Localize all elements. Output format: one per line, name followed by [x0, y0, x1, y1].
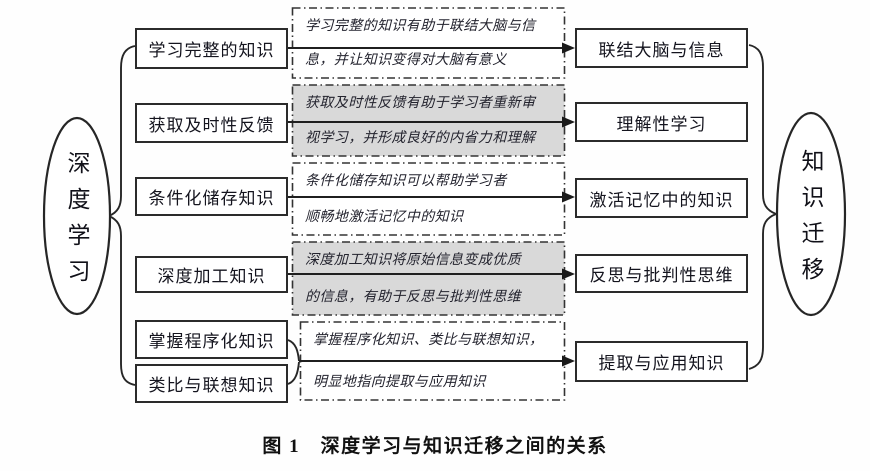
note-3-line-1: 条件化储存知识可以帮助学习者 — [305, 172, 507, 188]
note-4-line-2: 的信息，有助于反思与批判性思维 — [305, 288, 521, 304]
note-2-line-1: 获取及时性反馈有助于学习者重新审 — [305, 94, 536, 110]
concept-box-left-1: 学习完整的知识 — [135, 28, 288, 69]
left-oval-shape — [42, 116, 112, 316]
concept-box-left-5: 掌握程序化知识 — [135, 320, 288, 359]
left-oval-label: 深度学习 — [64, 151, 90, 295]
note-box-4 — [291, 241, 566, 316]
concept-box-right-4: 反思与批判性思维 — [575, 254, 748, 293]
concept-box-left-4: 深度加工知识 — [135, 256, 288, 293]
concept-box-right-2: 理解性学习 — [575, 102, 748, 142]
note-text-1: 学习完整的知识有助于联结大脑与信 息，并让知识变得对大脑有意义 — [292, 8, 564, 78]
note-3-line-2: 顺畅地激活记忆中的知识 — [305, 208, 464, 224]
concept-box-left-2: 获取及时性反馈 — [135, 103, 288, 143]
note-text-2: 获取及时性反馈有助于学习者重新审 视学习，并形成良好的内省力和理解 — [292, 85, 564, 156]
note-5-line-2: 明显地指向提取与应用知识 — [313, 373, 486, 389]
concept-box-left-3: 条件化储存知识 — [135, 177, 288, 216]
note-2-line-2: 视学习，并形成良好的内省力和理解 — [305, 129, 536, 145]
left-brace — [106, 45, 136, 386]
merge-brace — [287, 339, 300, 385]
note-text-3: 条件化储存知识可以帮助学习者 顺畅地激活记忆中的知识 — [292, 163, 564, 235]
note-box-1 — [291, 7, 566, 79]
note-text-5: 掌握程序化知识、类比与联想知识， 明显地指向提取与应用知识 — [300, 322, 564, 400]
right-brace — [748, 44, 779, 370]
right-oval-shape — [775, 111, 847, 317]
note-text-4: 深度加工知识将原始信息变成优质 的信息，有助于反思与批判性思维 — [292, 242, 564, 315]
concept-box-right-1: 联结大脑与信息 — [575, 28, 748, 68]
note-box-3 — [291, 162, 566, 236]
right-oval-label: 知识迁移 — [798, 149, 824, 293]
note-box-2 — [291, 84, 566, 157]
figure-caption: 图 1 深度学习与知识迁移之间的关系 — [262, 436, 608, 457]
note-1-line-2: 息，并让知识变得对大脑有意义 — [305, 51, 507, 67]
arrowhead-4 — [562, 268, 575, 280]
note-4-line-1: 深度加工知识将原始信息变成优质 — [305, 251, 521, 267]
concept-box-left-6: 类比与联想知识 — [135, 364, 288, 403]
arrowhead-1 — [562, 42, 575, 54]
concept-box-right-5: 提取与应用知识 — [575, 341, 748, 382]
arrowhead-2 — [562, 116, 575, 128]
note-5-line-1: 掌握程序化知识、类比与联想知识， — [313, 331, 544, 347]
arrowhead-5 — [562, 355, 575, 367]
note-1-line-1: 学习完整的知识有助于联结大脑与信 — [305, 17, 536, 33]
arrowhead-3 — [562, 191, 575, 203]
concept-box-right-3: 激活记忆中的知识 — [575, 178, 748, 218]
